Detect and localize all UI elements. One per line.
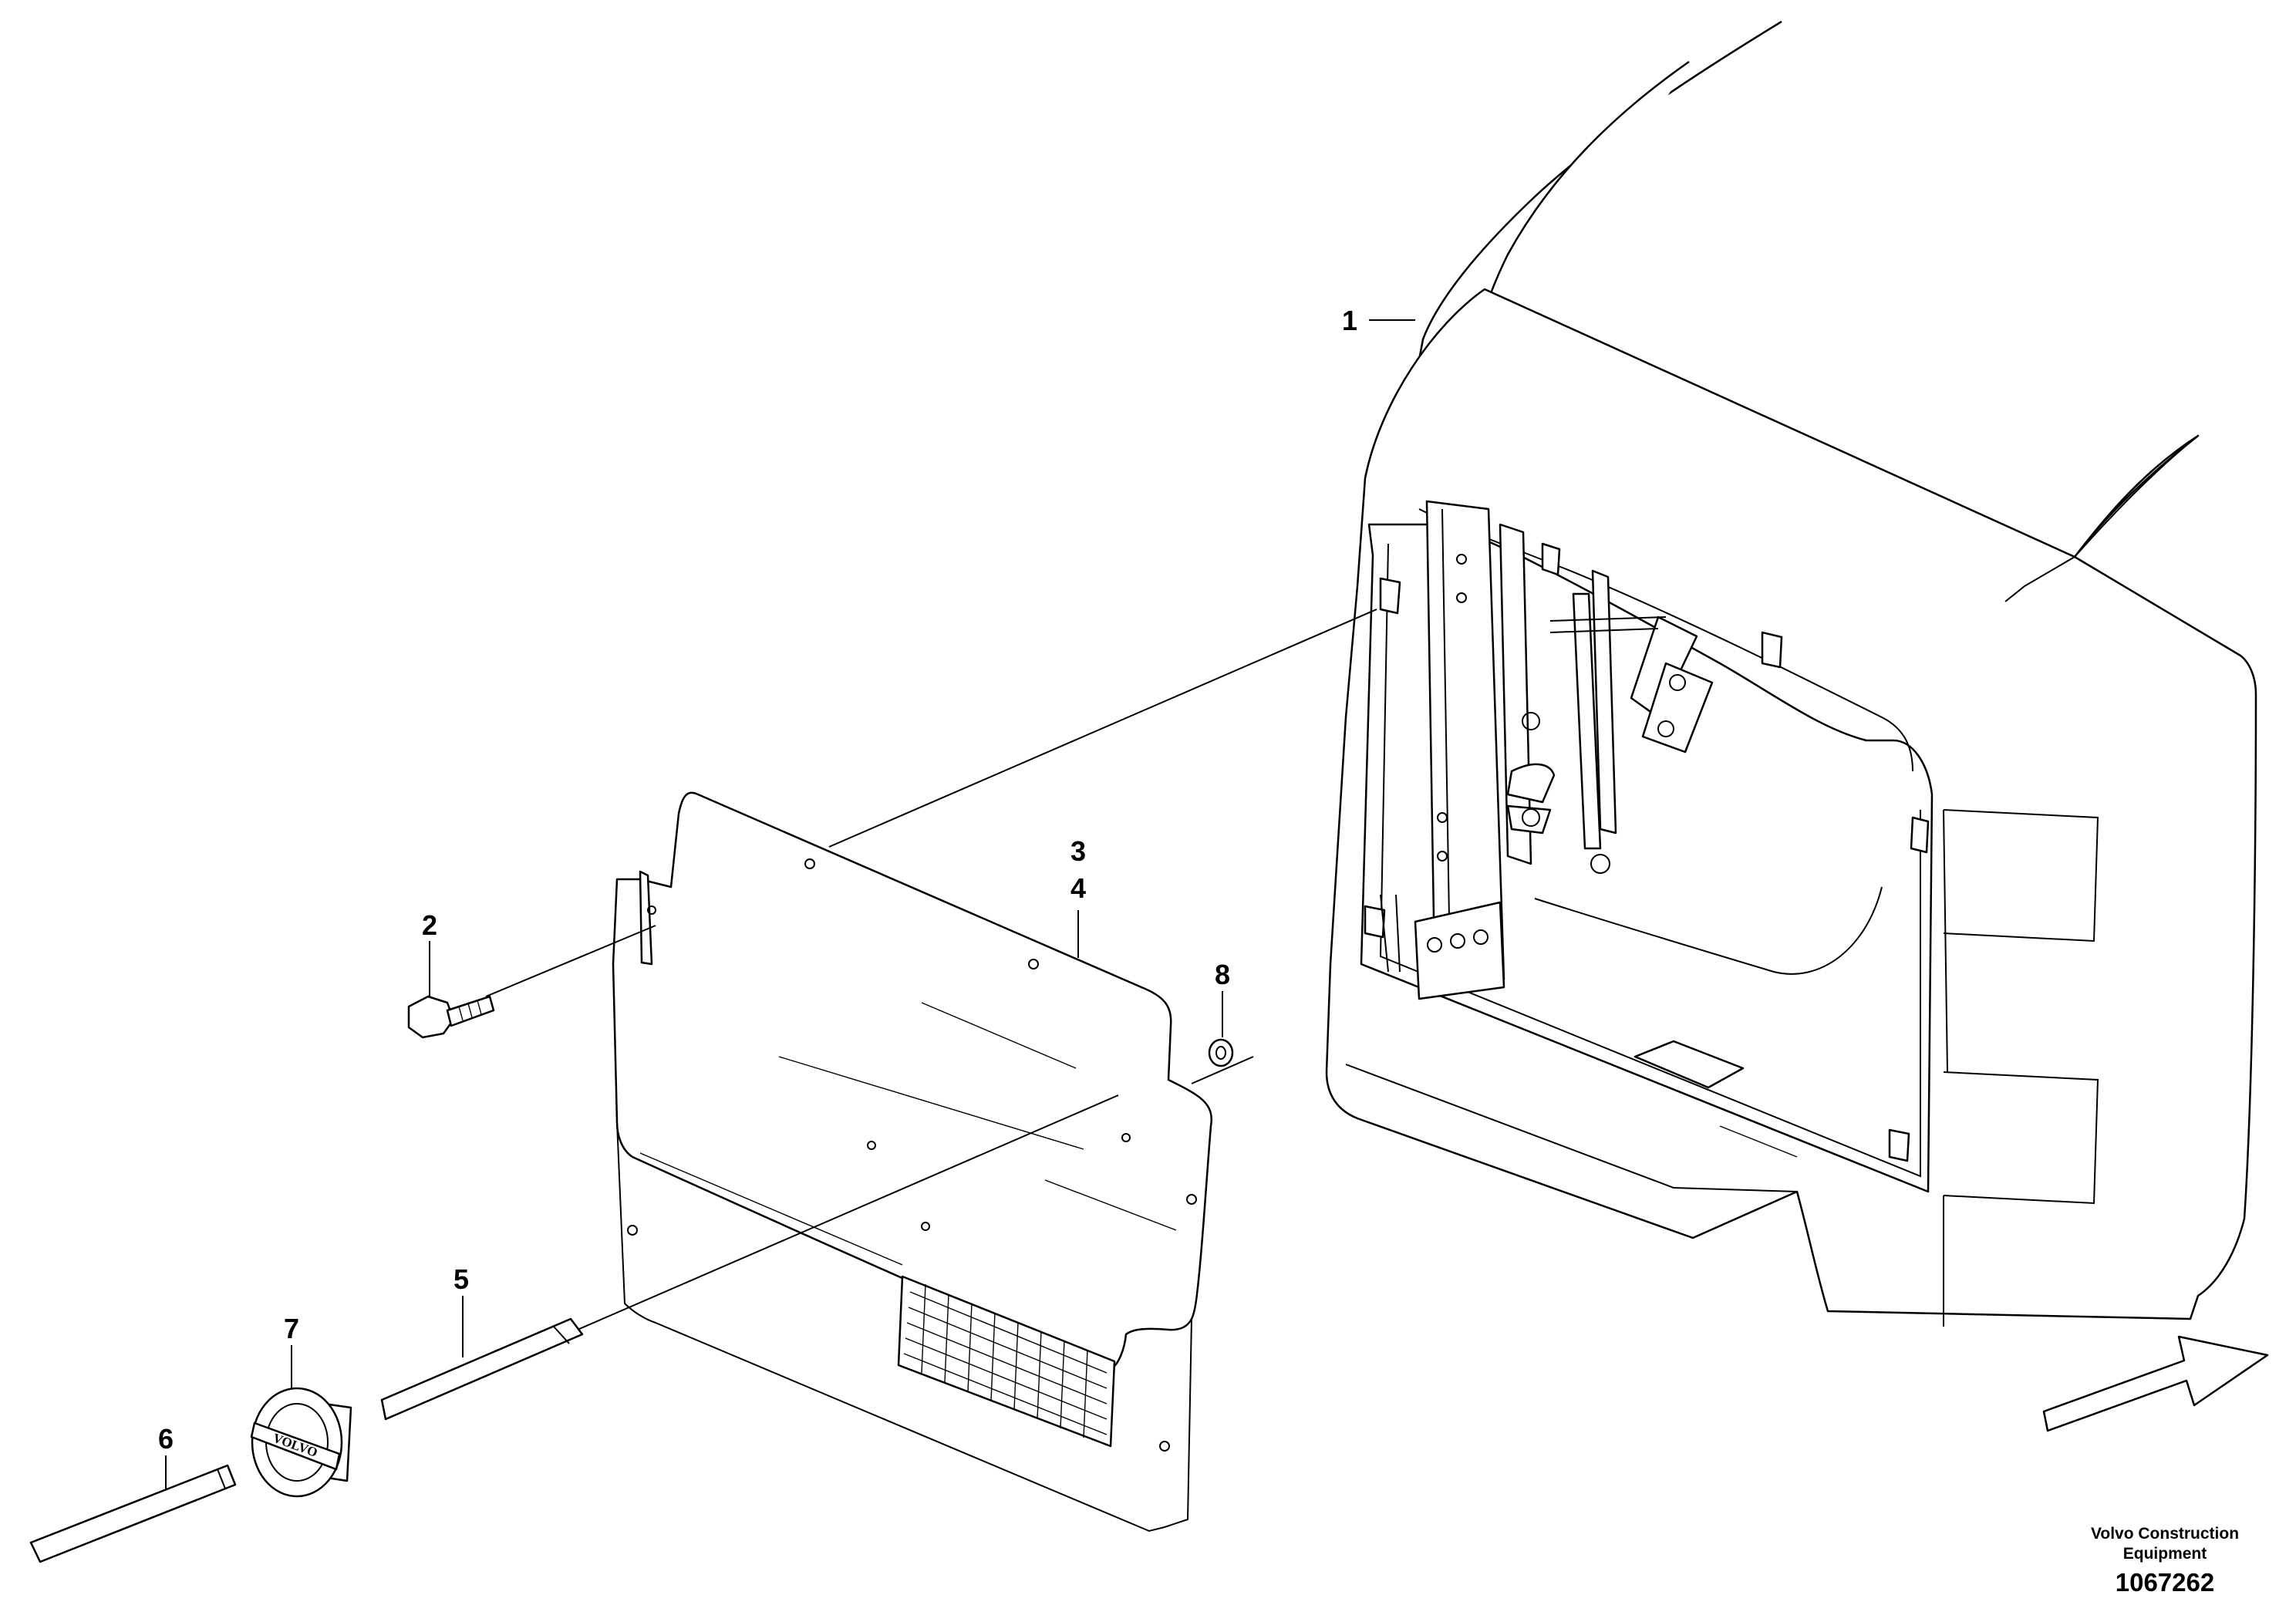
part-label-5: 5 [453, 1263, 469, 1295]
decal-strip-part [380, 1317, 584, 1421]
hood-assembly [1325, 20, 2257, 1327]
part-label-3: 3 [1070, 835, 1086, 867]
drawing-footer: Volvo Construction Equipment 1067262 [2091, 1525, 2239, 1597]
part-label-6: 6 [158, 1423, 174, 1455]
front-panel [612, 791, 1213, 1533]
panel-holes [627, 858, 1197, 1452]
part-label-2: 2 [422, 909, 437, 941]
part-label-1: 1 [1342, 305, 1357, 336]
part-label-4: 4 [1070, 872, 1086, 904]
direction-arrow [2042, 1335, 2269, 1432]
bolt-part [407, 995, 495, 1039]
company-name-line1: Volvo Construction [2091, 1525, 2239, 1543]
grille-mesh [897, 1275, 1116, 1448]
clip-nut-part [1208, 1038, 1234, 1067]
leader-lines [165, 319, 1415, 1512]
part-labels: 1 2 3 4 5 6 7 8 [158, 305, 1357, 1455]
drawing-number: 1067262 [2116, 1568, 2214, 1597]
volvo-emblem-part: VOLVO [250, 1387, 352, 1498]
trim-strip-part [29, 1464, 237, 1563]
part-label-8: 8 [1215, 959, 1230, 990]
part-label-7: 7 [284, 1313, 299, 1344]
company-name-line2: Equipment [2123, 1545, 2207, 1563]
